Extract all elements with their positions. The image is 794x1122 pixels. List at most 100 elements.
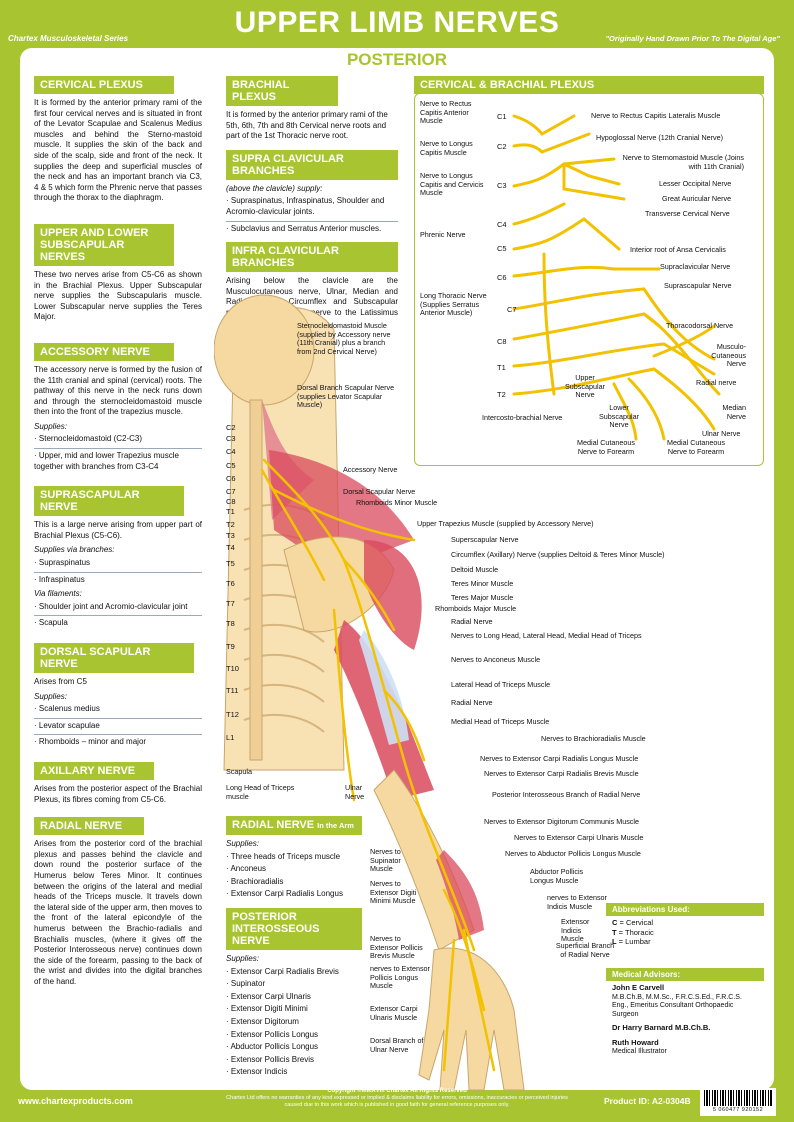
radial-section: RADIAL NERVE Arises from the posterior c…: [34, 817, 202, 987]
spine-label: C5: [226, 461, 236, 470]
plexus-label: Phrenic Nerve: [420, 230, 466, 239]
section-header: RADIAL NERVE In the Arm: [226, 816, 362, 835]
spine-label: C4: [226, 447, 236, 456]
spine-label: T10: [226, 664, 239, 673]
root-label: C1: [497, 112, 507, 121]
spine-label: T11: [226, 686, 239, 695]
list-item: · Shoulder joint and Acromio-clavicular …: [34, 601, 188, 611]
spine-label: C8: [226, 497, 236, 506]
plexus-header: CERVICAL & BRACHIAL PLEXUS: [414, 76, 764, 94]
list-item: · Supraspinatus, Infraspinatus, Shoulder…: [226, 196, 385, 216]
section-header: UPPER AND LOWER SUBSCAPULAR NERVES: [34, 223, 174, 266]
body-label: Circumflex (Axillary) Nerve (supplies De…: [451, 550, 665, 559]
body-label: Nerves to Supinator Muscle: [370, 847, 401, 873]
via-label: Via filaments:: [34, 589, 82, 599]
section-text: The accessory nerve is formed by the fus…: [34, 364, 202, 417]
plexus-label: Nerve to Rectus Capitis Lateralis Muscle: [591, 111, 721, 120]
advisors-header: Medical Advisors:: [606, 968, 764, 981]
body-label: Rhomboids Major Muscle: [435, 604, 517, 613]
spine-label: T2: [226, 520, 235, 529]
advisors-list: John E Carvell M.B.Ch.B, M.M.Sc., F.R.C.…: [606, 981, 764, 1060]
list-item: · Extensor Pollicis Brevis: [226, 1054, 315, 1064]
section-text: It is formed by the anterior primary ram…: [34, 98, 202, 203]
abbreviation-item: T = Thoracic: [612, 927, 654, 937]
plexus-label: Thoracodorsal Nerve: [666, 321, 734, 330]
section-text: Arises from C5: [34, 677, 87, 686]
list-item: · Brachioradialis: [226, 876, 284, 886]
body-label: Extensor Carpi Ulnaris Muscle: [370, 1004, 418, 1022]
body-label: Nerves to Long Head, Lateral Head, Media…: [451, 631, 642, 640]
subtitle-wrap: POSTERIOR: [0, 50, 794, 70]
dorsal-scapular-section: DORSAL SCAPULAR NERVE Arises from C5 Sup…: [34, 643, 202, 748]
abbreviations-header: Abbreviations Used:: [606, 903, 764, 916]
barcode-bars: [704, 1090, 772, 1106]
root-label: C5: [497, 244, 507, 253]
spine-label: T7: [226, 599, 235, 608]
suprascapular-section: SUPRASCAPULAR NERVE This is a large nerv…: [34, 486, 202, 629]
spine-label: T6: [226, 579, 235, 588]
advisor-name: Dr Harry Barnard M.B.Ch.B.: [612, 1023, 711, 1032]
list-item: · Extensor Digiti Minimi: [226, 1004, 308, 1014]
body-label: nerves to Extensor Indicis Muscle: [547, 893, 607, 911]
root-label: T1: [497, 363, 506, 372]
spine-label: T9: [226, 642, 235, 651]
body-label: Nerves to Extensor Digitorum Communis Mu…: [484, 817, 639, 826]
section-header: SUPRA CLAVICULAR BRANCHES: [226, 149, 398, 180]
spine-label: T5: [226, 559, 235, 568]
spine-label: C3: [226, 434, 236, 443]
body-label: Teres Major Muscle: [451, 593, 514, 602]
body-label: Nerves to Extensor Digiti Minimi Muscle: [370, 879, 417, 905]
plexus-label: Median Nerve: [722, 403, 746, 421]
plexus-label: Medial Cutaneous Nerve to Forearm: [667, 438, 725, 456]
plexus-label: Nerve to Rectus Capitis Anterior Muscle: [420, 99, 472, 125]
body-label: Nerves to Brachioradialis Muscle: [541, 734, 646, 743]
body-label: Nerves to Extensor Carpi Radialis Brevis…: [484, 769, 639, 778]
body-label: Accessory Nerve: [343, 465, 398, 474]
supplies-label: Supplies via branches:: [34, 545, 115, 555]
root-label: C6: [497, 273, 507, 282]
subscapular-section: UPPER AND LOWER SUBSCAPULAR NERVES These…: [34, 223, 202, 323]
accessory-section: ACCESSORY NERVE The accessory nerve is f…: [34, 342, 202, 472]
body-label: Dorsal Scapular Nerve: [343, 487, 416, 496]
supra-clavicular-section: SUPRA CLAVICULAR BRANCHES (above the cla…: [226, 149, 398, 234]
supplies-label: (above the clavicle) supply:: [226, 183, 323, 193]
list-item: · Anconeus: [226, 864, 267, 874]
body-label: Nerves to Extensor Carpi Radialis Longus…: [480, 754, 639, 763]
brachial-plexus-section: BRACHIAL PLEXUS It is formed by the ante…: [226, 76, 398, 142]
list-item: · Extensor Indicis: [226, 1067, 288, 1077]
body-label: Posterior Interosseous Branch of Radial …: [492, 790, 641, 799]
plexus-label: Nerve to Longus Capitis Muscle: [420, 139, 473, 157]
body-label: Extensor Indicis Muscle: [561, 917, 590, 943]
abbreviation-item: C = Cervical: [612, 918, 654, 927]
middle-lower-column: RADIAL NERVE In the Arm Supplies: · Thre…: [226, 816, 362, 1086]
spine-label: T1: [226, 507, 235, 516]
product-id: Product ID: A2-0304B: [604, 1096, 691, 1106]
section-text: These two nerves arise from C5-C6 as sho…: [34, 269, 202, 322]
body-label: nerves to Extensor Pollicis Longus Muscl…: [370, 964, 430, 990]
axillary-section: AXILLARY NERVE Arises from the posterior…: [34, 761, 202, 805]
list-item: · Three heads of Triceps muscle: [226, 851, 341, 861]
page-subtitle: POSTERIOR: [346, 50, 448, 69]
plexus-label: Radial nerve: [696, 378, 737, 387]
section-text: Arises from the posterior aspect of the …: [34, 783, 202, 804]
list-item: · Rhomboids – minor and major: [34, 737, 147, 747]
plexus-label: Medial Cutaneous Nerve to Forearm: [577, 438, 635, 456]
section-header: ACCESSORY NERVE: [34, 342, 174, 361]
advisors-box: Medical Advisors: John E Carvell M.B.Ch.…: [606, 968, 764, 1060]
posterior-interosseous-section: POSTERIOR INTEROSSEOUS NERVE Supplies: ·…: [226, 907, 362, 1078]
section-header: AXILLARY NERVE: [34, 761, 154, 780]
plexus-label: Musculo-Cutaneous Nerve: [711, 342, 746, 368]
list-item: · Extensor Carpi Radialis Longus: [226, 889, 343, 899]
supplies-label: Supplies:: [34, 421, 67, 431]
body-label: Nerves to Extensor Carpi Ulnaris Muscle: [514, 833, 644, 842]
root-label: T2: [497, 390, 506, 399]
website-link[interactable]: www.chartexproducts.com: [18, 1096, 133, 1106]
root-label: C7: [507, 305, 517, 314]
list-item: · Scalenus medius: [34, 704, 100, 714]
list-item: · Supinator: [226, 979, 266, 989]
cervical-plexus-section: CERVICAL PLEXUS It is formed by the ante…: [34, 76, 202, 204]
page-title: UPPER LIMB NERVES: [234, 6, 560, 39]
plexus-label: Nerve to Sternomastoid Muscle (Joins wit…: [622, 153, 744, 171]
list-item: · Extensor Carpi Ulnaris: [226, 991, 311, 1001]
body-label: Ulnar Nerve: [345, 783, 365, 801]
